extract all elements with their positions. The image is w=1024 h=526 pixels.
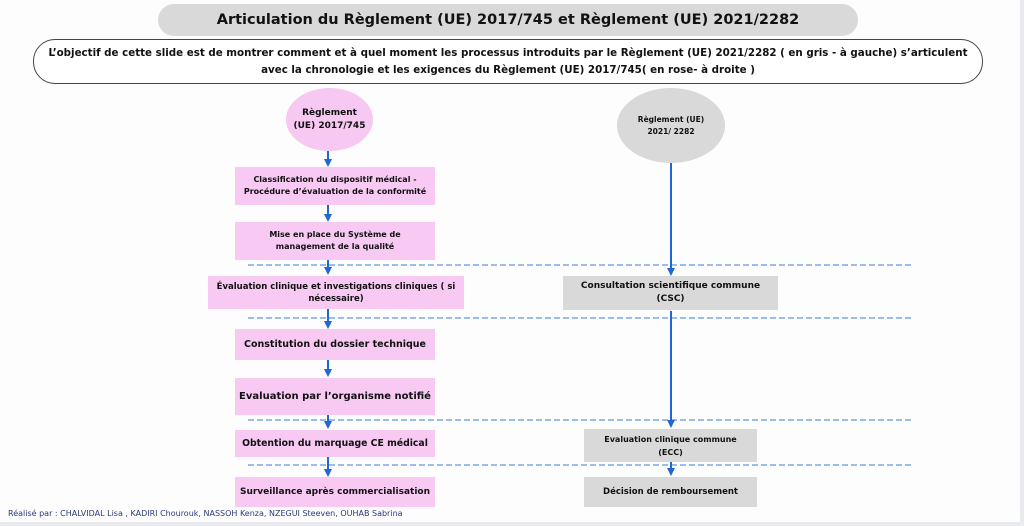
step-classification: Classification du dispositif médical - P… xyxy=(235,167,435,205)
regulation-2017-745-line1: Règlement xyxy=(302,107,357,118)
objective-text: L’objectif de cette slide est de montrer… xyxy=(33,39,983,84)
step-technical-file: Constitution du dossier technique xyxy=(235,329,435,360)
step-clinical-evaluation: Évaluation clinique et investigations cl… xyxy=(208,276,464,309)
step-joint-scientific-consultation: Consultation scientifique commune (CSC) xyxy=(563,276,778,310)
step-post-market-surveillance: Surveillance après commercialisation xyxy=(235,477,435,507)
step-joint-clinical-assessment: Evaluation clinique commune (ECC) xyxy=(584,429,757,462)
regulation-2017-745-node: Règlement (UE) 2017/745 xyxy=(286,88,373,151)
slide-title: Articulation du Règlement (UE) 2017/745 … xyxy=(158,4,858,36)
credits: Réalisé par : CHALVIDAL Lisa , KADIRI Ch… xyxy=(8,509,403,518)
regulation-2021-2282-line1: Règlement (UE) xyxy=(637,114,705,124)
regulation-2021-2282-line2: 2021/ 2282 xyxy=(647,126,695,136)
step-notified-body: Evaluation par l’organisme notifié xyxy=(235,378,435,415)
step-qms: Mise en place du Système de management d… xyxy=(235,222,435,260)
regulation-2017-745-line2: (UE) 2017/745 xyxy=(293,120,366,131)
step-reimbursement-decision: Décision de remboursement xyxy=(584,477,757,507)
regulation-2021-2282-node: Règlement (UE) 2021/ 2282 xyxy=(617,88,725,163)
step-ce-marking: Obtention du marquage CE médical xyxy=(235,430,435,457)
